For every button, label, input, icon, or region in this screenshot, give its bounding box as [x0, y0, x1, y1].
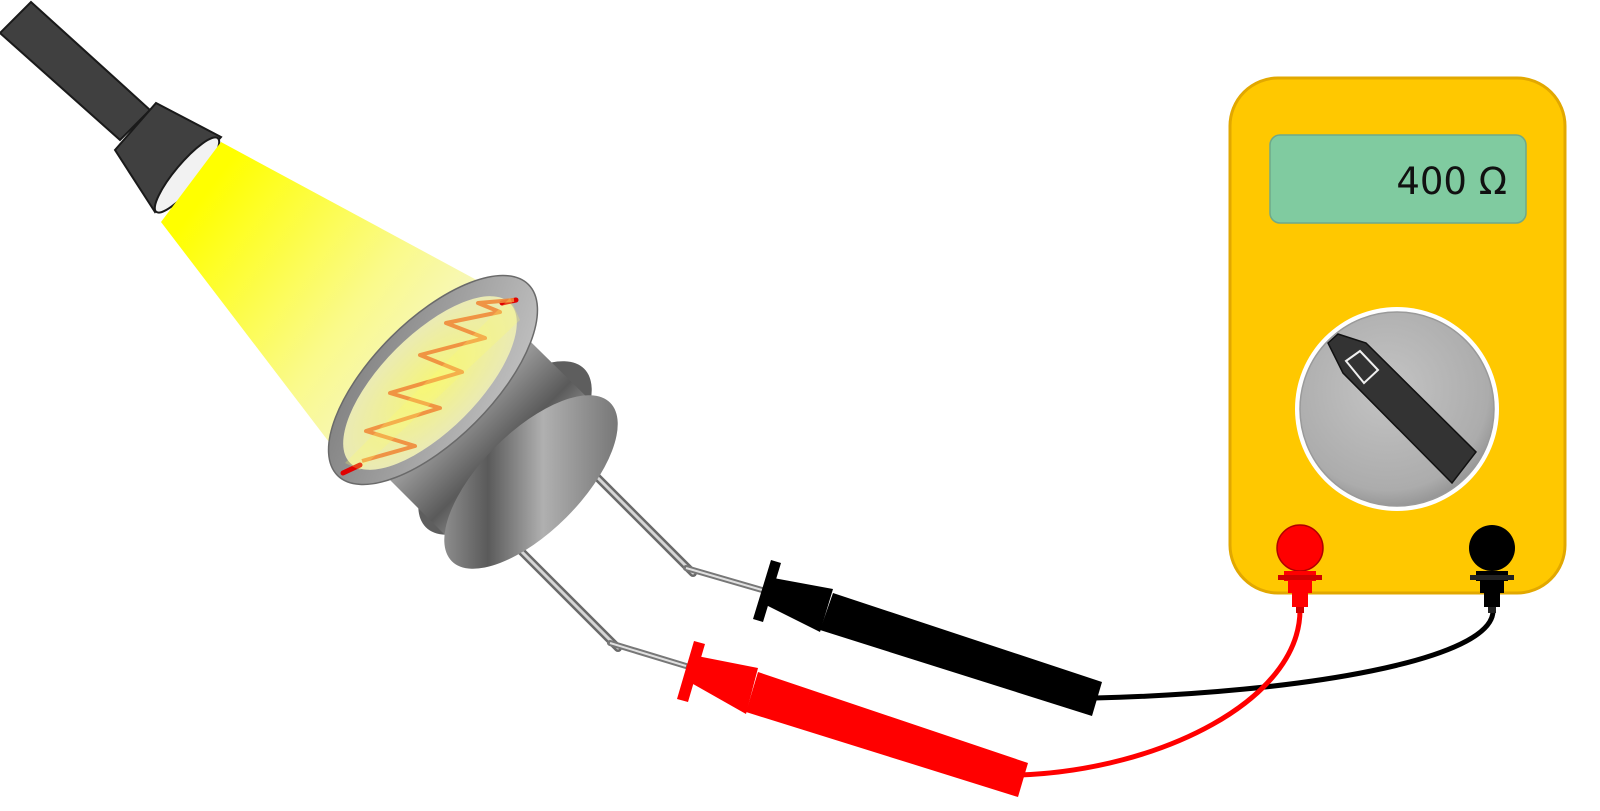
- ldr-serpentine-track: [361, 298, 515, 463]
- flashlight-head: [113, 101, 223, 214]
- black-probe: [683, 560, 1102, 716]
- positive-terminal-jack[interactable]: [1276, 524, 1324, 613]
- red-probe: [607, 640, 1028, 797]
- common-terminal-jack[interactable]: [1469, 525, 1515, 613]
- flashlight: [0, 0, 223, 214]
- red-test-lead-cable: [1019, 609, 1303, 778]
- photoresistor: [327, 274, 618, 569]
- multimeter-display: [1269, 134, 1527, 224]
- black-test-lead-cable: [1094, 609, 1496, 701]
- multimeter: 400 Ω: [1228, 76, 1567, 613]
- selector-pointer: [1327, 333, 1477, 485]
- multimeter-reading: 400 Ω: [1396, 160, 1507, 203]
- flashlight-handle: [0, 0, 152, 142]
